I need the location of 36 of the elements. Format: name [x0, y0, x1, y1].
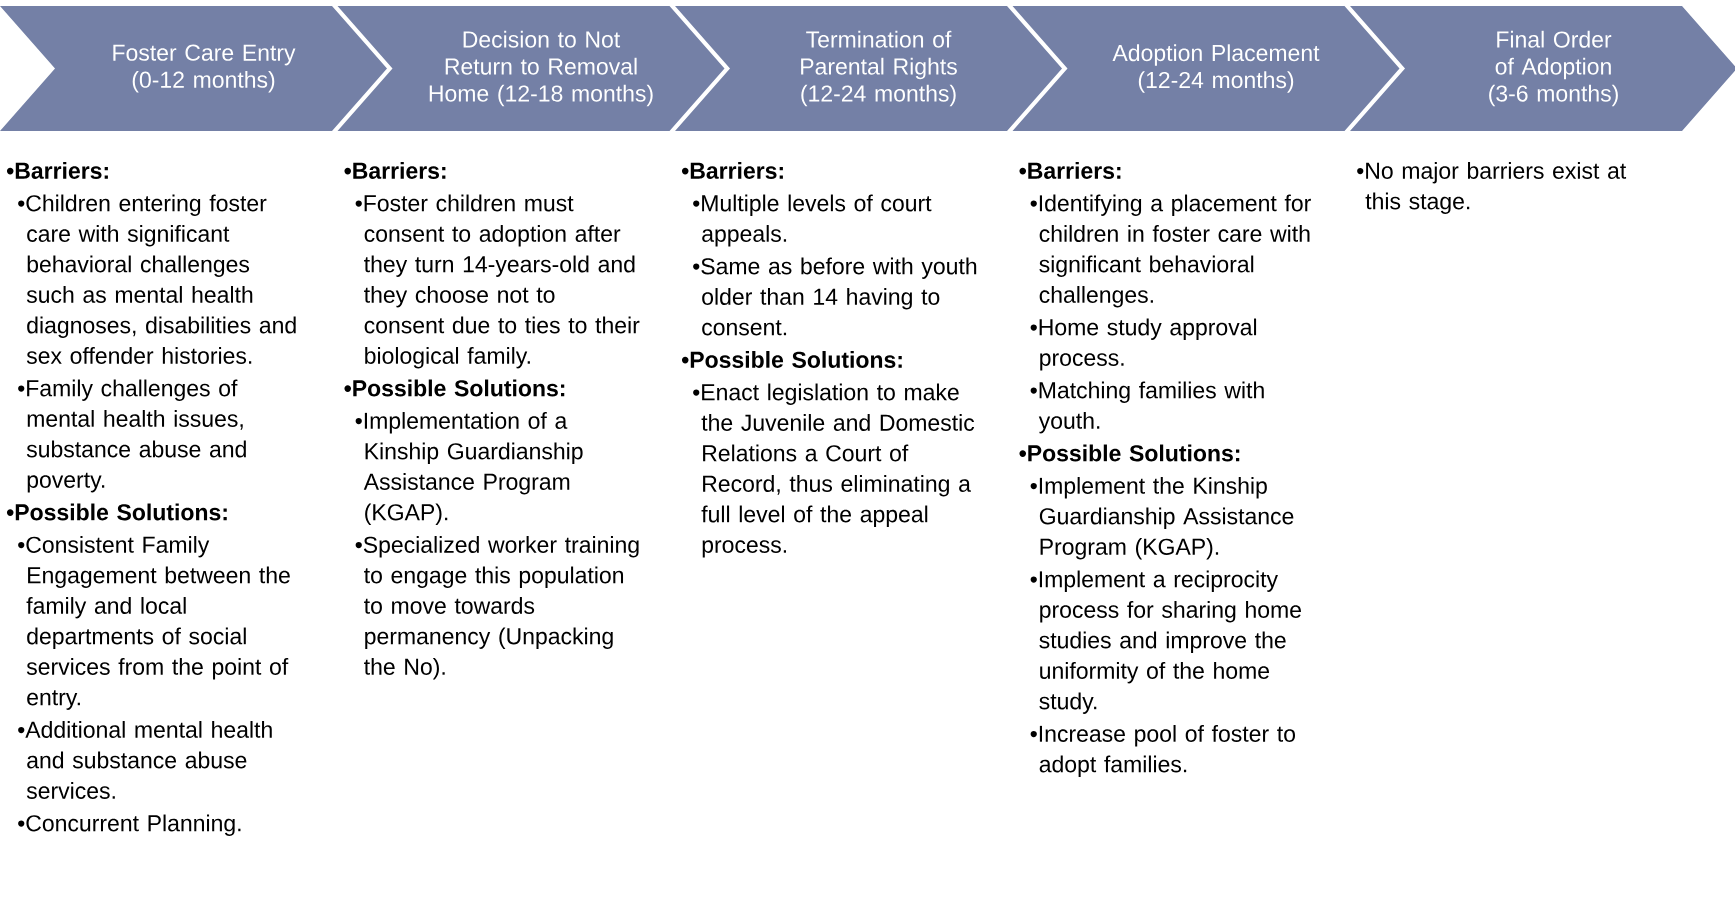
stage-banner: Adoption Placement (12-24 months): [1012, 6, 1400, 131]
bullet-item: •Concurrent Planning.: [18, 814, 241, 836]
bullet-item: •Children entering foster care with significant behavioral challenges such as mental health diagnoses, disabilities and sex offender histories.: [18, 194, 296, 364]
bullet-item: •No major barriers exist at this stage.: [1357, 162, 1627, 214]
node-label: Adoption Placement (12-24 months): [1112, 44, 1320, 93]
node-label: Final Order of Adoption (3-6 months): [1489, 30, 1618, 107]
stage-banner: Decision to Not Return to Removal Home (12-18 months): [337, 6, 725, 131]
node-label: Decision to Not Return to Removal Home (12-18 months): [429, 30, 653, 107]
list-heading: •Barriers:: [6, 162, 108, 179]
bullet-item: •Enact legislation to make the Juvenile and Domestic Relations a Court of Record, thus eliminating a full level of the appeal process.: [693, 383, 975, 558]
bullet-item: •Home study approval process.: [1030, 318, 1257, 371]
bullet-item: •Foster children must consent to adoption after they turn 14-years-old and they choose not to consent due to ties to their biological family.: [355, 194, 640, 369]
node-label: Foster Care Entry (0-12 months): [113, 44, 296, 93]
stage-banner: Final Order of Adoption (3-6 months): [1350, 6, 1735, 131]
stage-banner: Termination of Parental Rights (12-24 months): [675, 6, 1062, 131]
list-heading: •Barriers:: [1019, 162, 1121, 179]
bullet-item: •Increase pool of foster to adopt families.: [1030, 725, 1295, 777]
list-heading: •Possible Solutions:: [681, 351, 902, 368]
stage-banner: Foster Care Entry (0-12 months): [0, 6, 387, 131]
bullet-item: •Implementation of a Kinship Guardianship Assistance Program (KGAP).: [355, 412, 583, 525]
bullet-item: •Implement the Kinship Guardianship Assistance Program (KGAP).: [1030, 477, 1294, 560]
bullet-item: •Multiple levels of court appeals.: [693, 194, 932, 247]
list-heading: •Possible Solutions:: [6, 503, 227, 521]
bullet-item: •Identifying a placement for children in foster care with significant behavioral challenges.: [1030, 194, 1311, 308]
list-heading: •Barriers:: [344, 162, 446, 179]
list-heading: •Barriers:: [681, 162, 783, 179]
bullet-item: •Specialized worker training to engage this population to move towards permanency (Unpacking the No).: [355, 536, 639, 680]
bullet-item: •Additional mental health and substance abuse services.: [18, 721, 272, 799]
bullet-item: •Family challenges of mental health issues, substance abuse and poverty.: [18, 379, 246, 493]
list-heading: •Possible Solutions:: [1019, 444, 1240, 462]
list-heading: •Possible Solutions:: [344, 379, 565, 397]
bullet-item: •Matching families with youth.: [1030, 381, 1264, 434]
bullet-item: •Implement a reciprocity process for sharing home studies and improve the uniformity of the home study.: [1030, 570, 1301, 714]
bullet-item: •Same as before with youth older than 14 having to consent.: [693, 257, 977, 336]
bullet-item: •Consistent Family Engagement between the family and local departments of social services from the point of entry.: [18, 536, 290, 710]
node-label: Termination of Parental Rights (12-24 months): [801, 30, 957, 107]
